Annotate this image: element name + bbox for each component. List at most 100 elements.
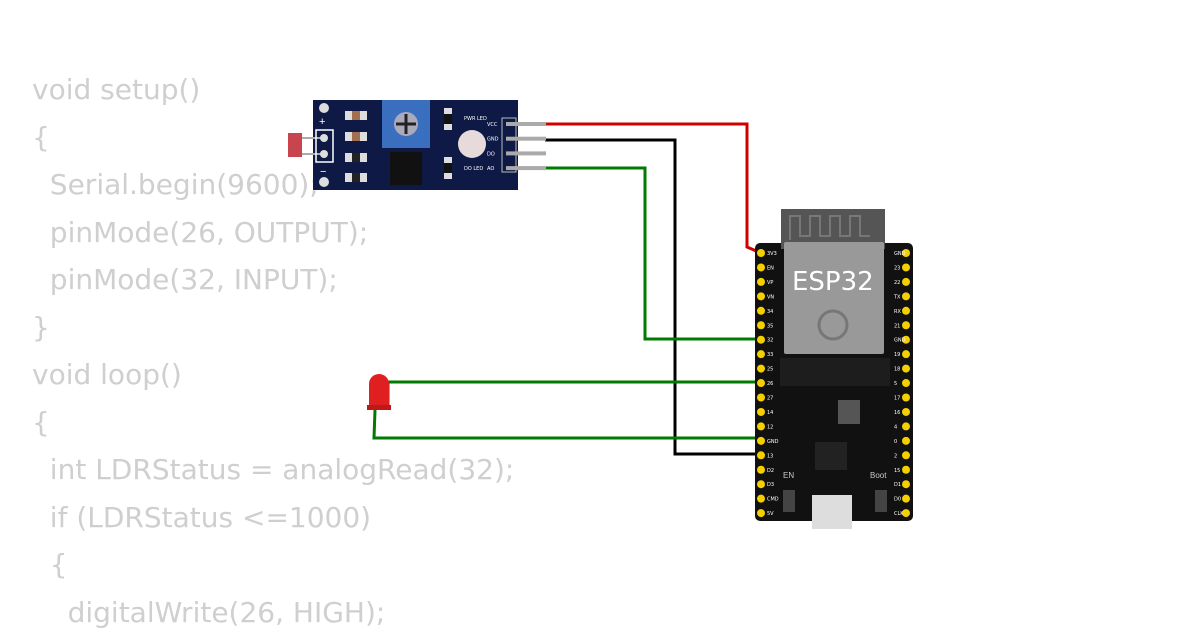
esp32-pin-17[interactable] — [902, 394, 910, 402]
esp32-pin-16[interactable] — [902, 408, 910, 416]
esp32-pin-5[interactable] — [902, 379, 910, 387]
esp32-pin-label: GND — [767, 439, 779, 445]
esp32-pin-label: 15 — [894, 468, 900, 474]
esp32-pin-label: VP — [767, 280, 773, 286]
esp32-pin-label: RX — [894, 309, 901, 315]
pwr-led-label: PWR LED — [464, 116, 487, 122]
wire-led-anode — [388, 382, 761, 405]
esp32-pin-0[interactable] — [902, 437, 910, 445]
en-label: EN — [783, 471, 794, 480]
esp32-pin-label: 16 — [894, 410, 900, 416]
esp32-pin-vp[interactable] — [757, 278, 765, 286]
ldr-pin-ao[interactable] — [506, 166, 546, 170]
ldr-pin-gnd[interactable] — [506, 137, 546, 141]
esp32-pin-5v[interactable] — [757, 509, 765, 517]
wire-ao — [545, 168, 761, 339]
esp32-pin-13[interactable] — [757, 451, 765, 459]
esp32-pin-label: 19 — [894, 352, 900, 358]
esp32-pin-label: 35 — [767, 323, 773, 329]
esp32-pin-vn[interactable] — [757, 292, 765, 300]
esp32-pin-label: CLK — [894, 511, 904, 517]
esp32-label: ESP32 — [792, 267, 874, 297]
esp32-pin-rx[interactable] — [902, 307, 910, 315]
en-button — [783, 490, 795, 512]
esp32-pin-label: 18 — [894, 367, 900, 373]
esp32-pin-d0[interactable] — [902, 495, 910, 503]
wire-vcc — [545, 124, 761, 253]
esp32-pin-label: 33 — [767, 352, 773, 358]
esp32-pin-d1[interactable] — [902, 480, 910, 488]
esp32-pin-22[interactable] — [902, 278, 910, 286]
do-led-label: DO LED — [464, 166, 483, 172]
comparator-chip — [390, 152, 422, 185]
esp32-pin-33[interactable] — [757, 350, 765, 358]
esp32-pin-25[interactable] — [757, 365, 765, 373]
esp32-pin-en[interactable] — [757, 263, 765, 271]
photoresistor — [288, 133, 302, 157]
esp32-pin-19[interactable] — [902, 350, 910, 358]
esp32-pin-32[interactable] — [757, 336, 765, 344]
esp32-pin-label: 32 — [767, 338, 773, 344]
esp32-pin-gnd[interactable] — [757, 437, 765, 445]
esp32-pin-label: 13 — [767, 453, 773, 459]
esp32-pin-label: 22 — [894, 280, 900, 286]
esp32-pin-label: TX — [893, 294, 901, 300]
esp32-pin-tx[interactable] — [902, 292, 910, 300]
esp32-pin-label: GND — [894, 338, 906, 344]
esp32-pin-12[interactable] — [757, 422, 765, 430]
esp32-pin-34[interactable] — [757, 307, 765, 315]
esp32-board[interactable]: ESP32 EN Boot 3V3ENVPVN34353233252627141… — [755, 209, 913, 529]
minus-label: − — [320, 166, 326, 178]
esp32-pin-cmd[interactable] — [757, 495, 765, 503]
esp32-pin-label: D0 — [894, 497, 901, 503]
esp32-pin-label: 23 — [894, 265, 900, 271]
ldr-pin-label: VCC — [487, 122, 498, 128]
esp32-pin-label: 27 — [767, 396, 773, 402]
esp32-pin-3v3[interactable] — [757, 249, 765, 257]
esp32-pin-15[interactable] — [902, 466, 910, 474]
esp32-pin-label: CMD — [767, 497, 779, 503]
esp32-pin-4[interactable] — [902, 422, 910, 430]
esp32-pin-label: 4 — [894, 424, 897, 430]
esp32-pin-label: 3V3 — [767, 251, 777, 257]
esp32-pin-35[interactable] — [757, 321, 765, 329]
esp32-pin-18[interactable] — [902, 365, 910, 373]
boot-button — [875, 490, 887, 512]
wire-led-cathode — [374, 410, 761, 438]
esp32-pin-label: D3 — [767, 482, 774, 488]
esp32-pin-label: 12 — [767, 424, 773, 430]
usb-port — [812, 495, 852, 529]
esp32-pin-label: VN — [767, 294, 774, 300]
esp32-pin-label: 17 — [894, 396, 900, 402]
esp32-pin-23[interactable] — [902, 263, 910, 271]
esp32-pin-d3[interactable] — [757, 480, 765, 488]
plus-label: + — [319, 116, 325, 128]
esp32-pin-label: 2 — [894, 453, 897, 459]
esp32-pin-label: 26 — [767, 381, 773, 387]
ldr-pin-vcc[interactable] — [506, 122, 546, 126]
esp32-pin-label: GND — [894, 251, 906, 257]
esp32-pin-label: 5 — [894, 381, 897, 387]
esp32-pin-label: 0 — [894, 439, 897, 445]
ldr-pin-do[interactable] — [506, 151, 546, 155]
wire-gnd — [545, 140, 761, 454]
esp32-pin-label: EN — [767, 265, 774, 271]
esp32-pin-2[interactable] — [902, 451, 910, 459]
esp32-pin-label: 25 — [767, 367, 773, 373]
esp32-pin-label: 5V — [767, 511, 774, 517]
esp32-pin-label: D1 — [894, 482, 901, 488]
esp32-pin-label: 34 — [767, 309, 773, 315]
red-led[interactable] — [367, 374, 391, 410]
esp32-pin-14[interactable] — [757, 408, 765, 416]
esp32-pin-d2[interactable] — [757, 466, 765, 474]
esp32-pin-26[interactable] — [757, 379, 765, 387]
boot-label: Boot — [870, 471, 887, 480]
esp32-pin-label: 21 — [894, 323, 900, 329]
esp32-pin-21[interactable] — [902, 321, 910, 329]
esp32-pin-27[interactable] — [757, 394, 765, 402]
ldr-pin-label: AO — [487, 166, 494, 172]
ldr-pin-label: GND — [487, 137, 499, 143]
esp32-pin-label: D2 — [767, 468, 774, 474]
